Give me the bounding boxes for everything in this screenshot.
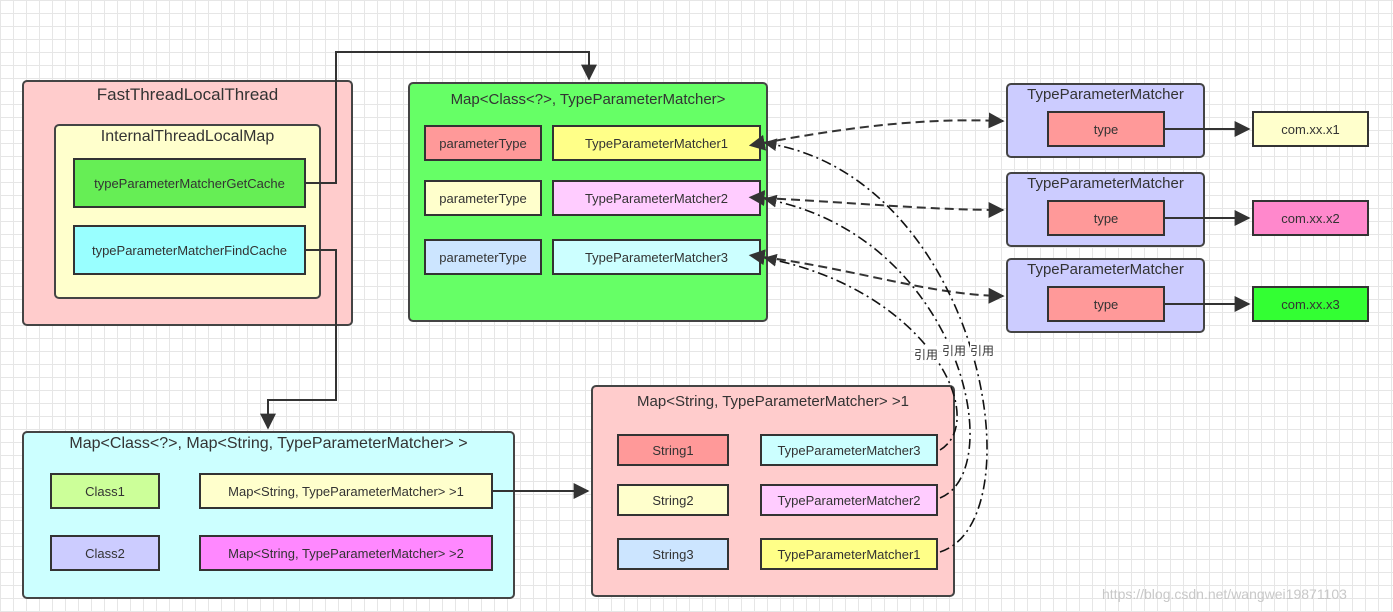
matcher-link-2 — [748, 190, 1005, 218]
matcher-type-field-2: type — [1047, 200, 1165, 236]
get-map-key-2: parameterType — [424, 180, 542, 216]
get-cache-field: typeParameterMatcherGetCache — [73, 158, 306, 208]
matcher-target-1: com.xx.x1 — [1252, 111, 1369, 147]
find-map-value-2: Map<String, TypeParameterMatcher> >2 — [199, 535, 493, 571]
reference-label-2: 引用 — [942, 342, 967, 359]
matcher-target-2: com.xx.x2 — [1252, 200, 1369, 236]
matcher-link-1 — [748, 112, 1005, 151]
matcher-type-field-1: type — [1047, 111, 1165, 147]
find-map-key-1: Class1 — [50, 473, 160, 509]
find-cache-map-box — [22, 431, 515, 599]
matcher-link-3 — [748, 249, 1005, 304]
matcher-type-field-3: type — [1047, 286, 1165, 322]
matcher-title-3: TypeParameterMatcher — [1027, 261, 1184, 278]
get-map-key-3: parameterType — [424, 239, 542, 275]
find-cache-field: typeParameterMatcherFindCache — [73, 225, 306, 275]
get-cache-connector — [306, 51, 597, 184]
string-map-key-1: String1 — [617, 434, 729, 466]
get-map-key-1: parameterType — [424, 125, 542, 161]
reference-label-1: 引用 — [914, 346, 939, 363]
matcher-target-3: com.xx.x3 — [1252, 286, 1369, 322]
find-map-value-1: Map<String, TypeParameterMatcher> >1 — [199, 473, 493, 509]
watermark-text: https://blog.csdn.net/wangwei19871103 — [1102, 586, 1347, 602]
string-map-value-3: TypeParameterMatcher1 — [760, 538, 938, 570]
internal-thread-local-map-title: InternalThreadLocalMap — [100, 128, 275, 145]
string-map-key-3: String3 — [617, 538, 729, 570]
fast-thread-local-thread-title: FastThreadLocalThread — [96, 85, 279, 104]
string-map-value-1: TypeParameterMatcher3 — [760, 434, 938, 466]
string-map-key-2: String2 — [617, 484, 729, 516]
get-cache-map-title: Map<Class<?>, TypeParameterMatcher> — [450, 91, 726, 108]
find-cache-connector — [260, 249, 337, 430]
matcher-title-2: TypeParameterMatcher — [1027, 175, 1184, 192]
get-map-value-2: TypeParameterMatcher2 — [552, 180, 761, 216]
get-map-value-1: TypeParameterMatcher1 — [552, 125, 761, 161]
get-map-value-3: TypeParameterMatcher3 — [552, 239, 761, 275]
reference-link-2 — [763, 194, 971, 499]
string-map-value-2: TypeParameterMatcher2 — [760, 484, 938, 516]
string-map-title: Map<String, TypeParameterMatcher> >1 — [637, 393, 909, 410]
reference-label-3: 引用 — [970, 342, 995, 359]
find-cache-map-title: Map<Class<?>, Map<String, TypeParameterM… — [69, 435, 468, 452]
find-map-key-2: Class2 — [50, 535, 160, 571]
matcher-title-1: TypeParameterMatcher — [1027, 86, 1184, 103]
